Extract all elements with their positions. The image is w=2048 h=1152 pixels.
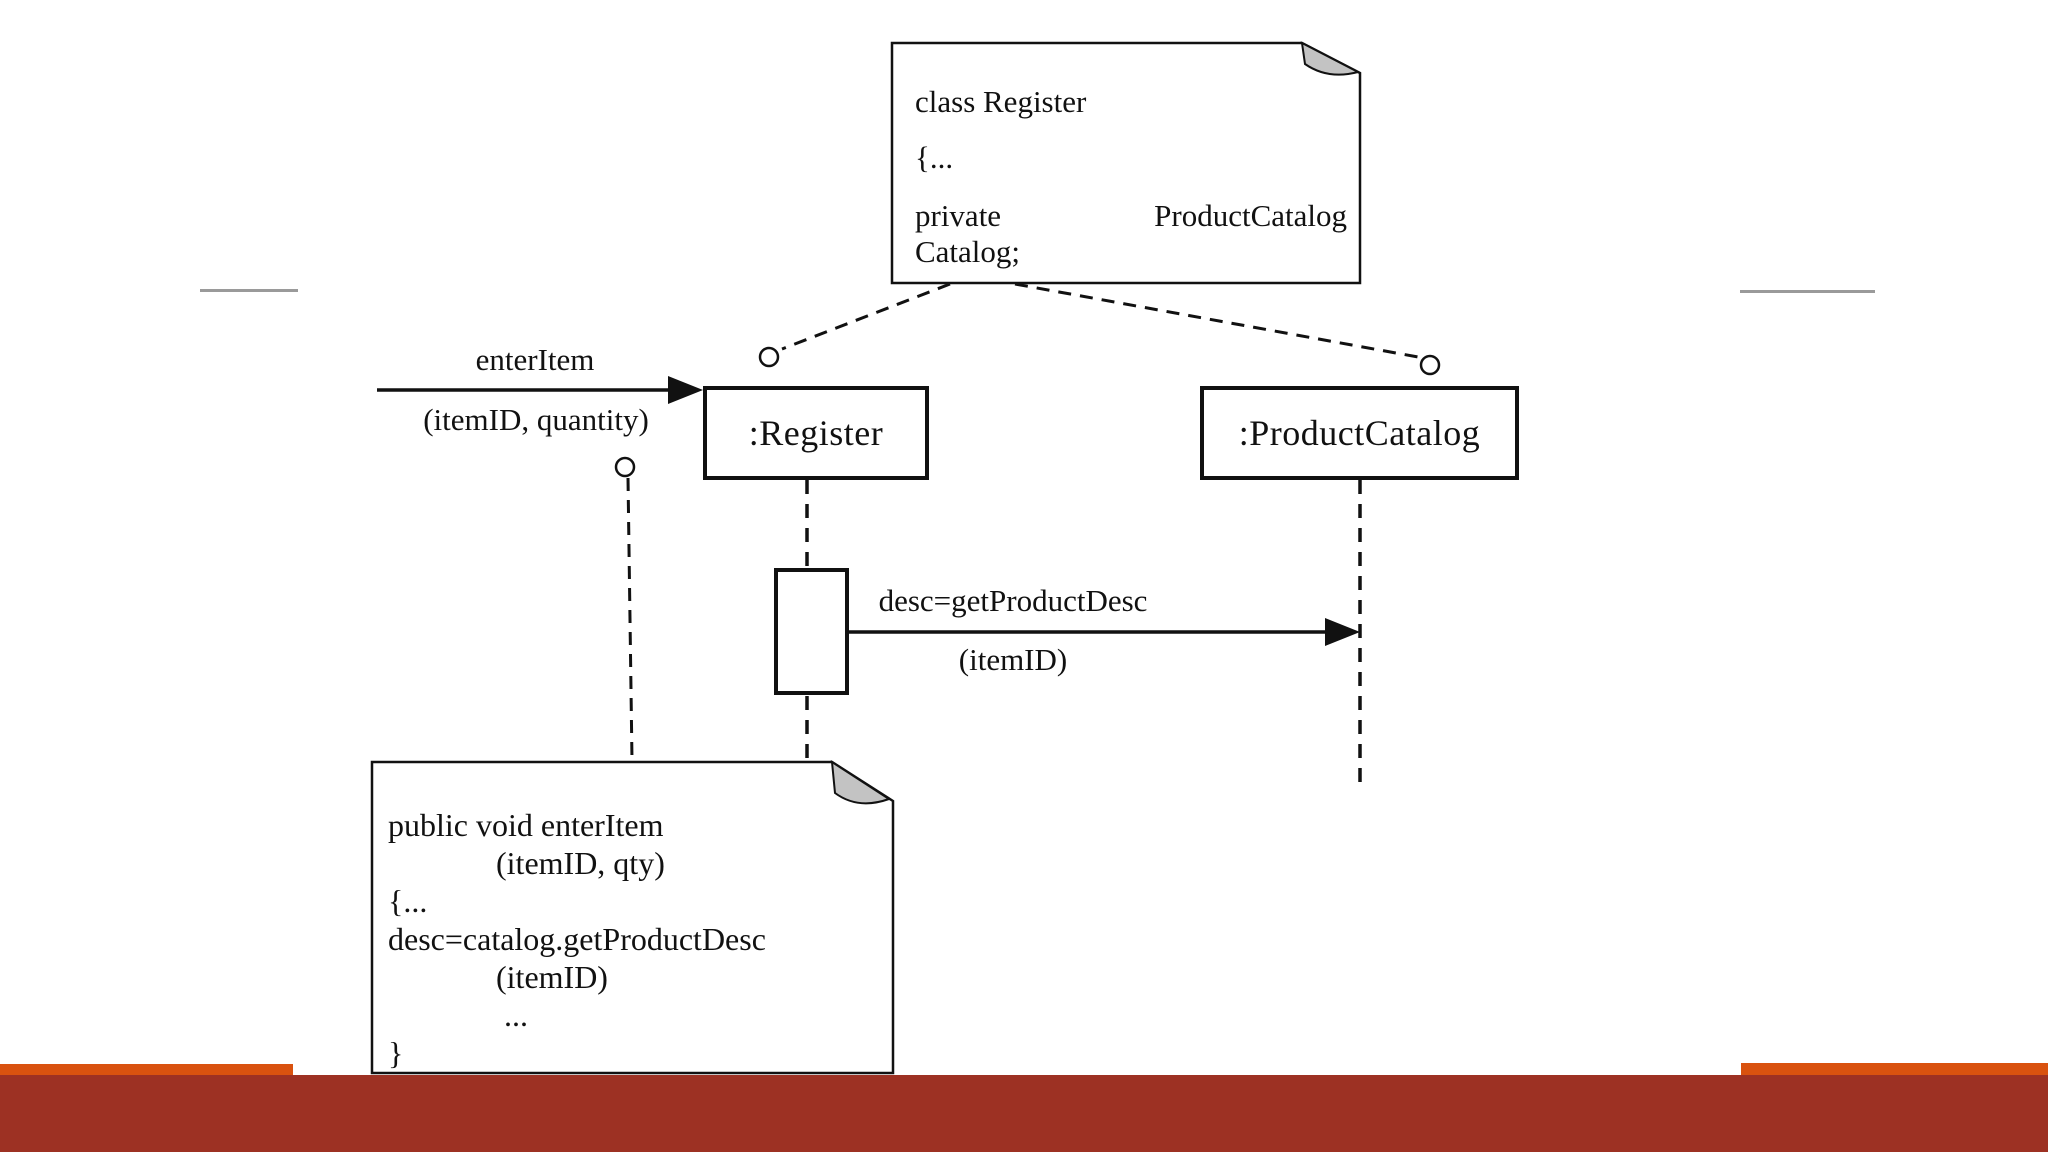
note-anchor-circle-icon [614,456,636,478]
note-anchor-circle-icon [758,346,780,368]
note-line: {... [388,883,428,919]
note-connector-to-enteritem [626,477,634,761]
template-rule-right [1740,290,1875,293]
note-line: } [388,1035,404,1071]
note-register-class-text: class Register {... private ProductCatal… [915,84,1347,270]
note-line: {... [915,140,954,175]
note-line: desc=catalog.getProductDesc [388,921,766,957]
note-type: ProductCatalog [1154,198,1347,233]
footer-accent-stripe-left [0,1064,293,1075]
register-object-box [703,386,929,480]
note-line: ... [504,997,528,1033]
note-line: class Register [915,84,1087,119]
note-anchor-circle-icon [1419,354,1441,376]
note-enteritem-method-dogear-icon [830,760,892,805]
footer-bar [0,1075,2048,1152]
note-line: (itemID, qty) [496,845,665,881]
note-connector-to-productcatalog [1014,282,1419,359]
get-product-desc-message-label: desc=getProductDesc [878,583,1148,618]
register-object-label: :Register [748,413,884,453]
get-product-desc-args-label: (itemID) [958,642,1068,677]
note-connector-to-register [781,282,951,351]
note-register-class-dogear-icon [1300,41,1361,76]
productcatalog-object-label: :ProductCatalog [1238,413,1481,453]
enter-item-arrowhead-icon [668,376,703,404]
get-product-desc-arrowhead-icon [1325,618,1360,646]
footer-accent-stripe-right [1741,1063,2048,1075]
note-line: private ProductCatalog [915,198,1347,234]
note-register-class-outline [890,41,1362,285]
enter-item-message-label: enterItem [475,342,595,377]
note-line: Catalog; [915,234,1021,269]
note-enteritem-method-text: public void enterItem (itemID, qty) {...… [388,806,868,1072]
note-line: (itemID) [496,959,608,995]
productcatalog-object-box [1200,386,1519,480]
note-line: public void enterItem [388,807,664,843]
enter-item-args-label: (itemID, quantity) [423,402,649,437]
template-rule-left [200,289,298,292]
register-activation-bar [774,568,849,695]
note-keyword: private [915,198,1002,233]
note-enteritem-method-outline [370,760,895,1075]
